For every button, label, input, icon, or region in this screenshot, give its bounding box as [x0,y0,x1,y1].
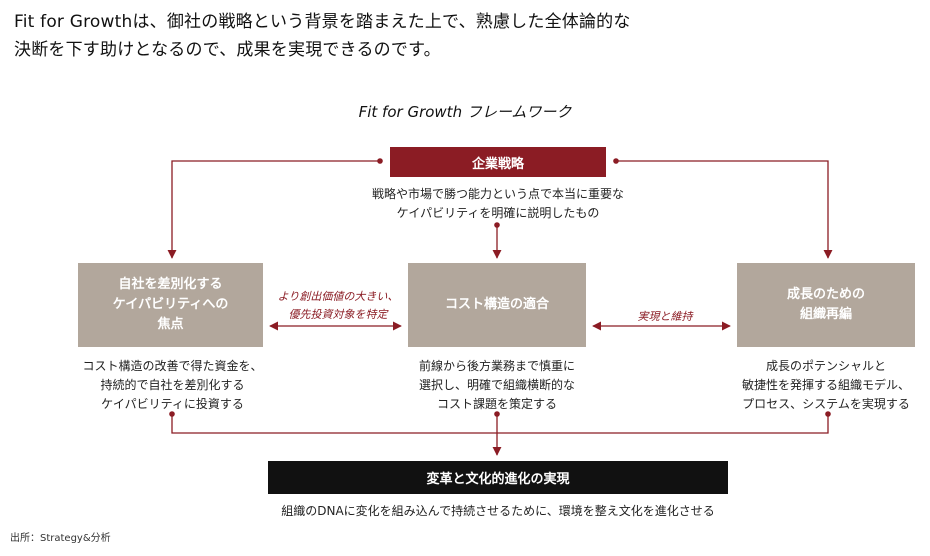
cost-structure-description: 前線から後方業務まで慎重に 選択し、明確で組織横断的な コスト課題を策定する [418,359,575,411]
bottom-collector-line [171,414,829,434]
center-bottom-dot [494,411,500,417]
strategy-left-dot [377,158,383,164]
transformation-description: 組織のDNAに変化を組み込んで持続させるために、環境を整え文化を進化させる [281,504,715,518]
page-heading: Fit for Growthは、御社の戦略という背景を踏まえた上で、熟慮した全体… [14,8,631,64]
source-note: 出所：Strategy&分析 [10,533,111,544]
strategy-to-left-connector [167,160,378,259]
capabilities-focus-description: コスト構造の改善で得た資金を、 持続的で自社を差別化する ケイパビリティに投資す… [82,359,263,411]
right-bottom-dot [825,411,831,417]
left-bottom-dot [169,411,175,417]
transformation-label: 変革と文化的進化の実現 [426,472,570,487]
organization-label: 成長のための 組織再編 [786,287,865,322]
strategy-description: 戦略や市場で勝つ能力という点で本当に重要な ケイパビリティを明確に説明したもの [371,187,624,220]
organization-box: 成長のための 組織再編 [737,263,915,347]
organization-description: 成長のポテンシャルと 敏捷性を発揮する組織モデル、 プロセス、システムを実現する [741,359,910,411]
strategy-center-dot [494,222,500,228]
right-arrow-label: 実現と維持 [637,310,693,323]
cost-structure-box: コスト構造の適合 [408,263,586,347]
transformation-box: 変革と文化的進化の実現 [268,461,728,494]
strategy-box: 企業戦略 [390,147,606,177]
cost-structure-label: コスト構造の適合 [444,297,549,312]
left-arrow-label: より創出価値の大きい、 優先投資対象を特定 [277,290,399,321]
capabilities-focus-label: 自社を差別化する ケイパビリティへの 焦点 [112,277,229,332]
framework-title: Fit for Growth フレームワーク [358,103,572,121]
strategy-right-dot [613,158,619,164]
heading-line-1: Fit for Growthは、御社の戦略という背景を踏まえた上で、熟慮した全体… [14,12,631,32]
strategy-box-label: 企業戦略 [471,156,524,172]
capabilities-focus-box: 自社を差別化する ケイパビリティへの 焦点 [78,263,263,347]
strategy-to-right-connector [618,160,833,259]
heading-line-2: 決断を下す助けとなるので、成果を実現できるのです。 [14,40,441,60]
